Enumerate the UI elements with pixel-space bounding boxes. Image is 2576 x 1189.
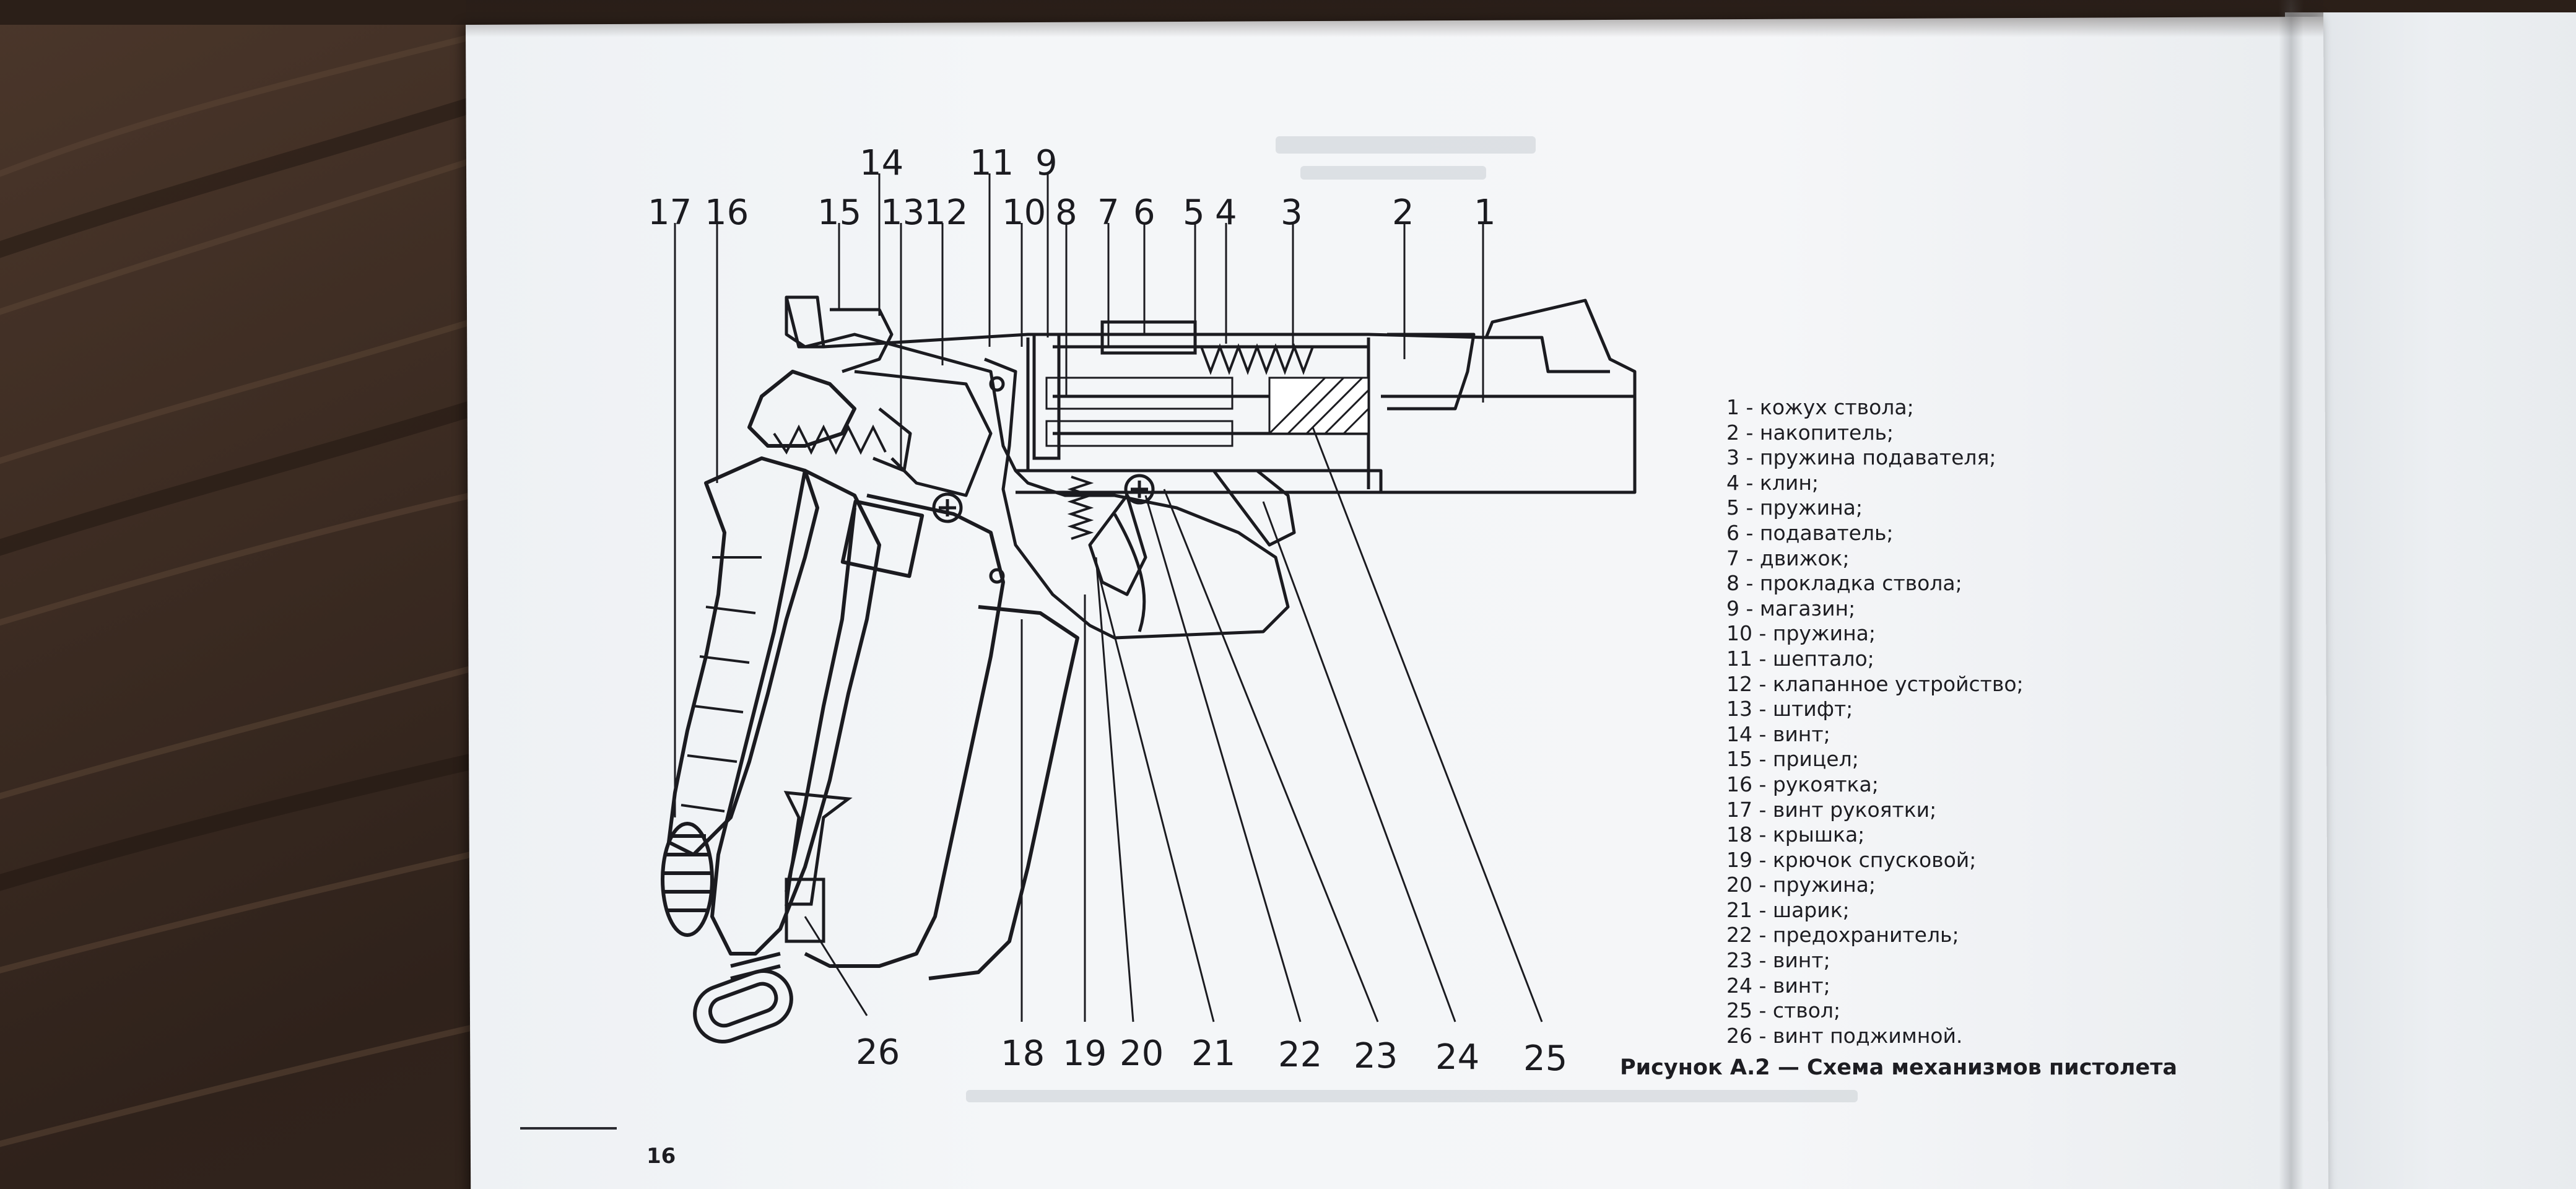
trigger-spring — [1067, 476, 1094, 540]
callout-14: 14 — [859, 143, 903, 183]
callout-23: 23 — [1354, 1036, 1398, 1076]
grip — [667, 370, 1079, 980]
callout-3: 3 — [1281, 193, 1303, 233]
frame-and-trigger — [932, 357, 1296, 640]
legend-item: 10 - пружина; — [1726, 621, 1876, 646]
legend-item: 21 - шарик; — [1726, 897, 1850, 922]
callout-9: 9 — [1035, 143, 1058, 183]
legend-item: 4 - клин; — [1726, 470, 1819, 495]
legend-item: 3 - пружина подавателя; — [1726, 445, 1996, 470]
legend-item: 13 - штифт; — [1726, 697, 1853, 721]
callout-19: 19 — [1063, 1034, 1107, 1074]
rear-sight-and-valve — [785, 297, 993, 497]
callout-6: 6 — [1133, 193, 1155, 233]
legend-item: 16 - рукоятка; — [1726, 772, 1879, 796]
legend-item: 20 - пружина; — [1726, 873, 1876, 897]
legend-item: 22 - предохранитель; — [1726, 923, 1959, 947]
callout-15: 15 — [817, 193, 861, 233]
legend-item: 26 - винт поджимной. — [1726, 1023, 1963, 1048]
page-top-shadow — [466, 0, 2323, 37]
legend-item: 24 - винт; — [1726, 973, 1830, 998]
legend-item: 2 - накопитель; — [1726, 420, 1894, 445]
legend-item: 14 - винт; — [1726, 721, 1830, 746]
legend-item: 17 - винт рукоятки; — [1726, 797, 1937, 822]
lanyard-ring — [693, 952, 793, 1043]
callout-5: 5 — [1183, 193, 1205, 233]
callout-18: 18 — [1001, 1034, 1045, 1074]
magazine — [1032, 320, 1197, 460]
callout-8: 8 — [1055, 193, 1077, 233]
legend-item: 1 - кожух ствола; — [1726, 395, 1914, 419]
callout-26: 26 — [856, 1032, 900, 1073]
page-fold — [2279, 0, 2304, 1189]
callout-17: 17 — [648, 193, 692, 233]
callout-2: 2 — [1392, 193, 1414, 233]
legend-item: 19 - крючок спусковой; — [1726, 847, 1977, 872]
callout-25: 25 — [1523, 1039, 1567, 1079]
legend-item: 25 - ствол; — [1726, 998, 1841, 1023]
callout-1: 1 — [1474, 193, 1496, 233]
parts-legend: 1 - кожух ствола; 2 - накопитель; 3 - пр… — [1726, 395, 2284, 1048]
grip-texture — [681, 556, 762, 812]
callout-12: 12 — [924, 193, 968, 233]
grip-screw-knob — [661, 822, 714, 937]
callout-20: 20 — [1120, 1034, 1164, 1074]
legend-item: 11 - шептало; — [1726, 646, 1874, 671]
legend-item: 8 - прокладка ствола; — [1726, 571, 1962, 596]
page-number: 16 — [646, 1144, 676, 1169]
tension-screw — [783, 791, 853, 943]
legend-item: 6 - подаватель; — [1726, 520, 1894, 545]
legend-item: 12 - клапанное устройство; — [1726, 671, 2024, 696]
leader-lines — [674, 173, 1543, 1022]
legend-item: 15 - прицел; — [1726, 747, 1859, 772]
callout-4: 4 — [1215, 193, 1237, 233]
callout-22: 22 — [1278, 1035, 1322, 1075]
callout-13: 13 — [881, 193, 925, 233]
legend-item: 7 - движок; — [1726, 546, 1850, 570]
footnote-rule — [520, 1127, 617, 1130]
facing-page — [2285, 12, 2576, 1189]
legend-item: 5 - пружина; — [1726, 495, 1863, 520]
bleed-through-marks — [966, 136, 1858, 1102]
hatched-parts — [1045, 377, 1370, 447]
callout-labels: 1 2 3 4 5 6 7 8 9 10 11 12 13 14 15 16 1… — [648, 143, 1567, 1079]
legend-item: 23 - винт; — [1726, 948, 1830, 973]
legend-item: 18 - крышка; — [1726, 822, 1865, 847]
callout-21: 21 — [1191, 1034, 1235, 1074]
callout-11: 11 — [970, 143, 1014, 183]
callout-10: 10 — [1002, 193, 1046, 233]
callout-7: 7 — [1097, 193, 1120, 233]
callout-24: 24 — [1435, 1037, 1479, 1078]
feed-spring — [1200, 343, 1314, 375]
callout-16: 16 — [705, 193, 749, 233]
hammer-spring — [773, 424, 887, 455]
slide-assembly — [785, 295, 1637, 494]
figure-caption: Рисунок А.2 — Схема механизмов пистолета — [1620, 1055, 2178, 1080]
legend-item: 9 - магазин; — [1726, 596, 1856, 621]
